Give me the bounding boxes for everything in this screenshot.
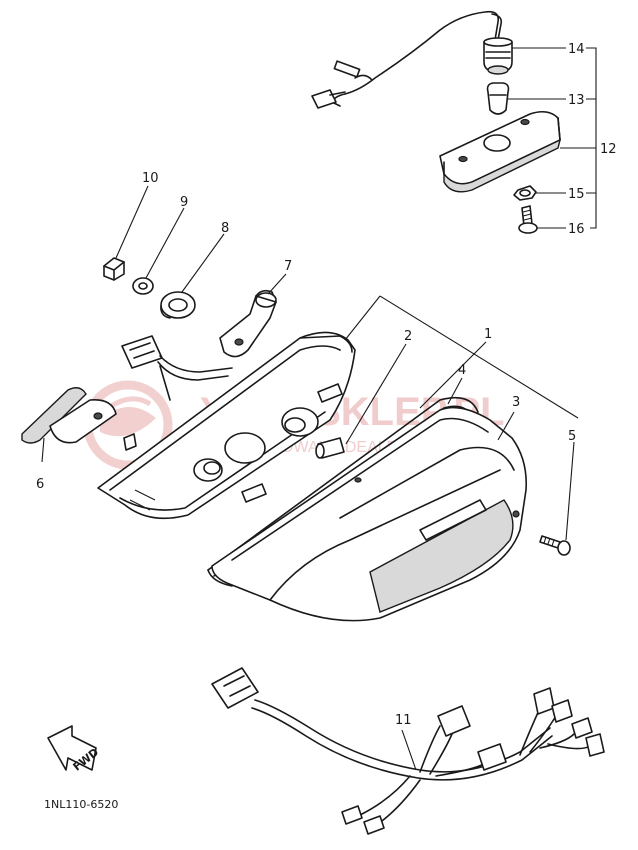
part-base-connector (121, 335, 233, 401)
callout-11: 11 (395, 713, 412, 728)
callout-15: 15 (568, 187, 585, 202)
callout-3: 3 (512, 395, 520, 410)
fwd-direction-indicator: FWD (47, 725, 101, 774)
part-bulb (486, 82, 510, 115)
callout-7: 7 (284, 259, 292, 274)
part-bulb-socket-wire (311, 10, 513, 109)
callout-1: 1 (484, 327, 492, 342)
part-screw-16 (518, 205, 538, 234)
part-bolts-2 (315, 437, 345, 459)
callout-numbers: 14 13 12 15 16 10 9 8 7 6 2 1 4 3 5 11 (36, 42, 617, 728)
part-wire-harness-11 (211, 667, 605, 835)
callout-8: 8 (221, 221, 229, 236)
callout-12: 12 (600, 142, 617, 157)
leader-lines (41, 47, 597, 771)
callout-2: 2 (404, 329, 412, 344)
callout-14: 14 (568, 42, 585, 57)
part-nut-10 (103, 257, 125, 281)
part-lens-3 (211, 406, 528, 622)
callout-5: 5 (568, 429, 576, 444)
callout-6: 6 (36, 477, 44, 492)
part-screw-5 (539, 535, 571, 556)
callout-4: 4 (458, 363, 466, 378)
part-pad-6 (21, 387, 117, 444)
part-grommet-8 (160, 291, 196, 319)
callout-10: 10 (142, 171, 159, 186)
callout-13: 13 (568, 93, 585, 108)
diagram-code: 1NL110-6520 (44, 798, 118, 811)
part-bracket-7 (219, 289, 277, 358)
callout-9: 9 (180, 195, 188, 210)
part-license-light-lens (439, 110, 562, 193)
part-washer-9 (132, 277, 154, 295)
part-taillight-base (97, 331, 356, 520)
callout-16: 16 (568, 222, 585, 237)
part-nut-15 (513, 185, 537, 201)
